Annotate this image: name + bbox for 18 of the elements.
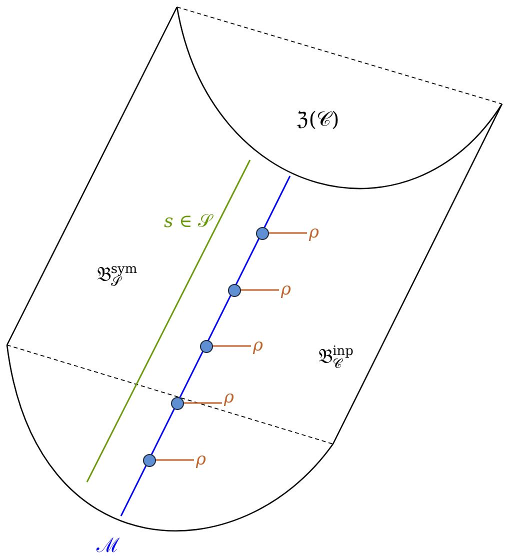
junction-dot	[200, 340, 212, 352]
operator-label: ρ	[196, 452, 206, 468]
leader-line	[156, 459, 194, 461]
junction-dot	[142, 454, 156, 466]
line-label: s ∈ 𝒮	[164, 213, 212, 231]
junction-dot	[170, 396, 184, 410]
operator-label: ρ	[281, 282, 291, 298]
operator-label: ρ	[253, 338, 263, 354]
leader-line	[268, 232, 307, 234]
operator-label: ρ	[224, 390, 234, 406]
junction-dot	[256, 226, 268, 240]
region-label: ℨ(𝒞)	[296, 109, 340, 129]
leader-line	[240, 289, 279, 291]
leader-line	[184, 402, 222, 404]
line-label: ℳ	[96, 535, 120, 555]
operator-label: ρ	[309, 224, 319, 242]
leader-line	[212, 345, 251, 347]
junction-dot	[228, 284, 240, 296]
